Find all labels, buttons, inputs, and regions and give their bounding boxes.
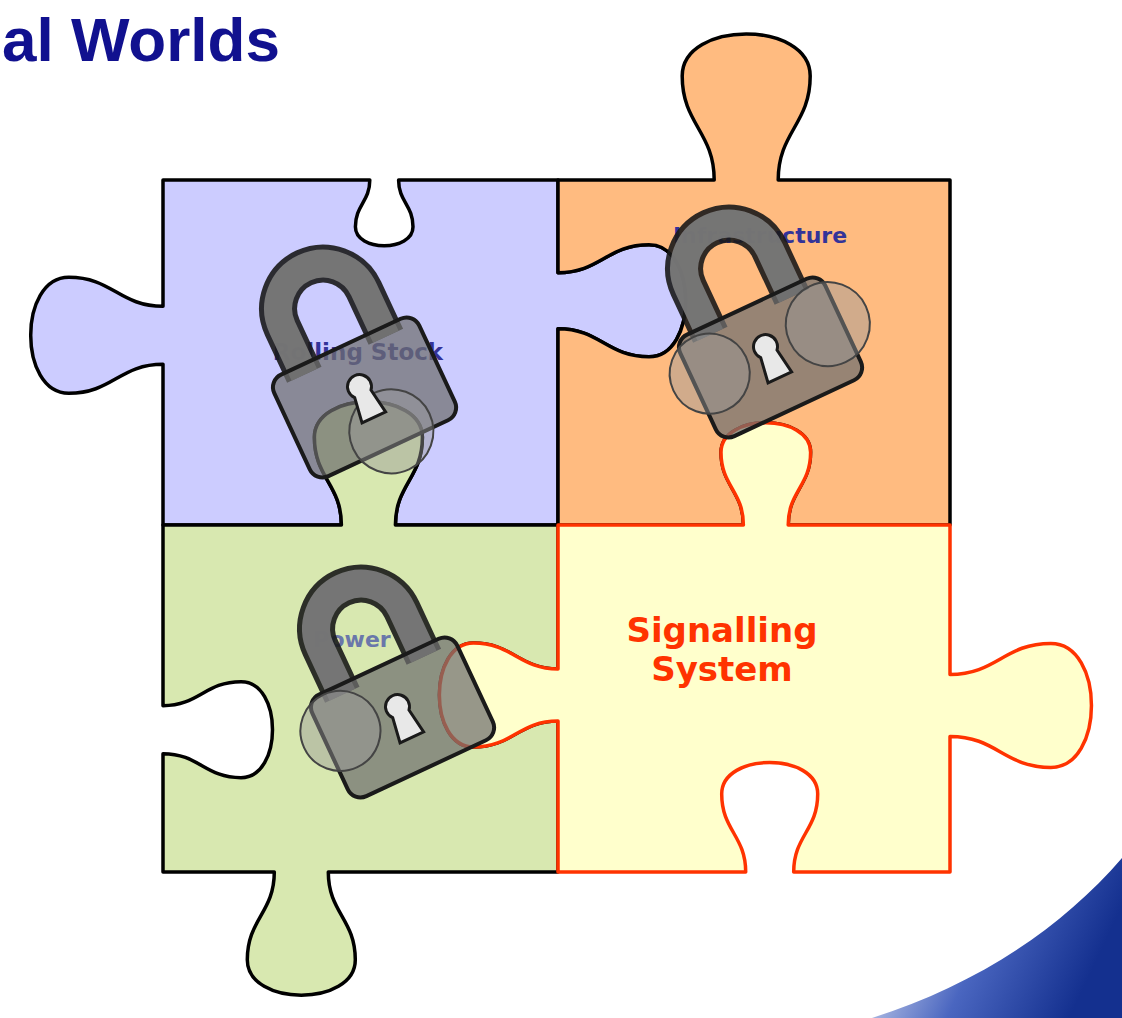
- piece-label: Power: [272, 627, 432, 652]
- piece-label: Signalling System: [587, 611, 857, 689]
- corner-swoosh: [872, 858, 1122, 1018]
- slide-title: al Worlds: [2, 6, 280, 74]
- piece-label: Infrastructure: [640, 223, 880, 248]
- puzzle-piece-shape: [439, 423, 1091, 872]
- piece-label: Rolling Stock: [238, 339, 478, 365]
- puzzle-piece: Signalling System: [420, 405, 1113, 880]
